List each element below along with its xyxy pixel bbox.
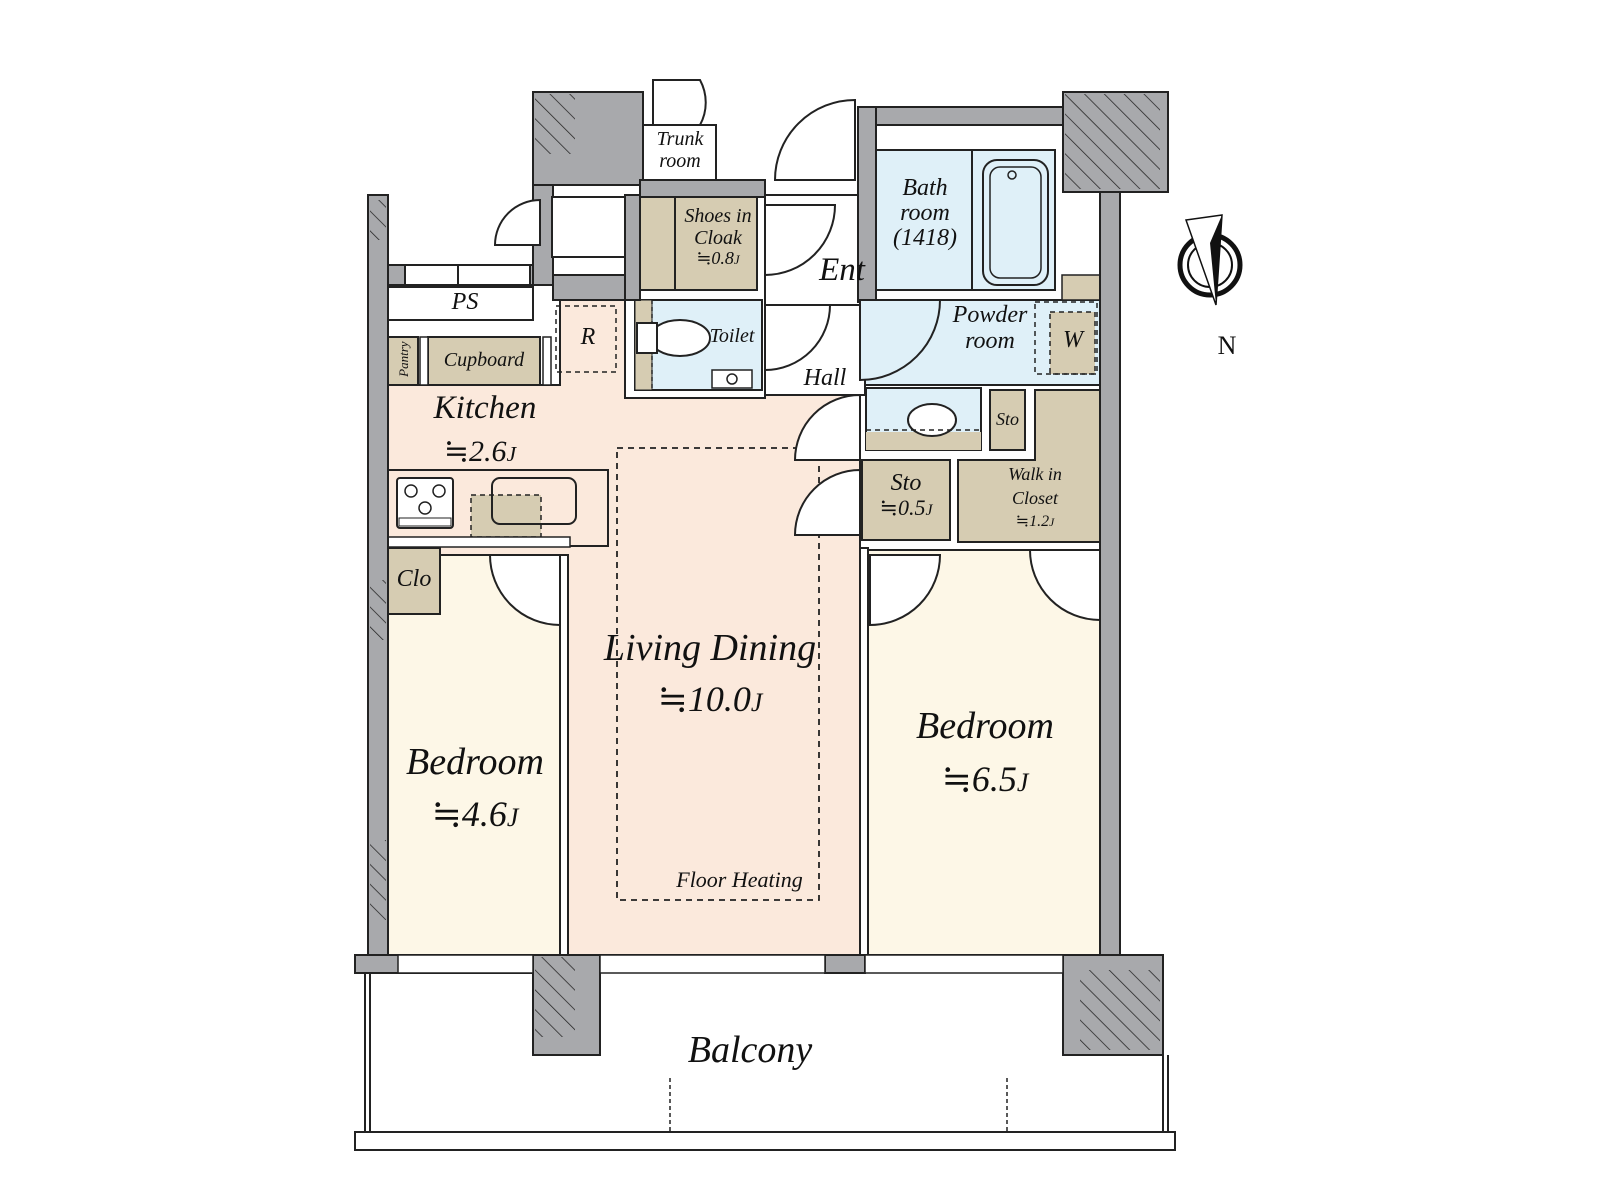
stove <box>396 477 454 529</box>
kitchen-area: ≒2.6J <box>443 435 517 468</box>
south-windows <box>397 954 1064 974</box>
bathtub <box>982 159 1049 286</box>
pantry-label: Pantry <box>395 341 411 377</box>
storage-area <box>861 459 951 541</box>
powder-room-label: Powder room <box>952 302 1028 355</box>
sink-basin <box>907 403 957 437</box>
walk-in-closet-label: Walk in Closet ≒1.2J <box>1008 464 1062 530</box>
bedroom-west-label: Bedroom <box>406 741 544 783</box>
entrance-label: Ent <box>819 252 865 288</box>
bedroom-east-label: Bedroom <box>916 705 1054 747</box>
shoes-cloak <box>639 196 758 291</box>
storage-small-label: Sto <box>995 409 1019 429</box>
door-swings <box>488 79 1101 627</box>
living-dining-label: Living Dining <box>603 627 817 669</box>
hall-label: Hall <box>803 365 847 391</box>
ps-label: PS <box>451 289 479 315</box>
toilet-bowl <box>649 319 711 357</box>
toilet-label: Toilet <box>709 325 755 347</box>
toilet-sink <box>711 369 753 389</box>
shoes-cloak-label: Shoes in Cloak ≒0.8J <box>684 205 752 268</box>
pipe-space <box>387 286 534 321</box>
balcony-label: Balcony <box>687 1029 813 1071</box>
storage-label: Sto ≒0.5J <box>879 470 933 521</box>
sink-area <box>470 494 542 538</box>
bathtub-drain <box>1007 170 1017 180</box>
washer-label: W <box>1063 327 1083 353</box>
storage-small <box>989 389 1026 451</box>
kitchen-label: Kitchen <box>433 390 537 426</box>
washer-space <box>1049 311 1096 375</box>
cupboard-label: Cupboard <box>443 349 525 371</box>
floor-heating-label: Floor Heating <box>676 867 803 892</box>
bedroom-west-area: ≒4.6J <box>431 794 519 834</box>
closet-label: Clo <box>396 566 432 592</box>
balcony-outline <box>354 973 1176 1151</box>
bathroom-label: Bath room (1418) <box>893 175 957 252</box>
trunk-room-label: Trunk room <box>656 128 704 172</box>
pantry <box>387 336 419 386</box>
cupboard <box>427 336 541 386</box>
vanity-counter <box>866 432 981 450</box>
bathtub-inner <box>989 166 1042 279</box>
floor-heating-zone <box>616 447 820 901</box>
refrigerator-space <box>555 305 617 373</box>
living-dining-area: ≒10.0J <box>657 679 763 719</box>
bedroom-east-area: ≒6.5J <box>941 759 1029 799</box>
refrigerator-label: R <box>580 324 596 350</box>
compass-icon <box>1177 214 1243 306</box>
compass-north-label: N <box>1217 331 1237 360</box>
kitchen-sink <box>491 477 577 525</box>
